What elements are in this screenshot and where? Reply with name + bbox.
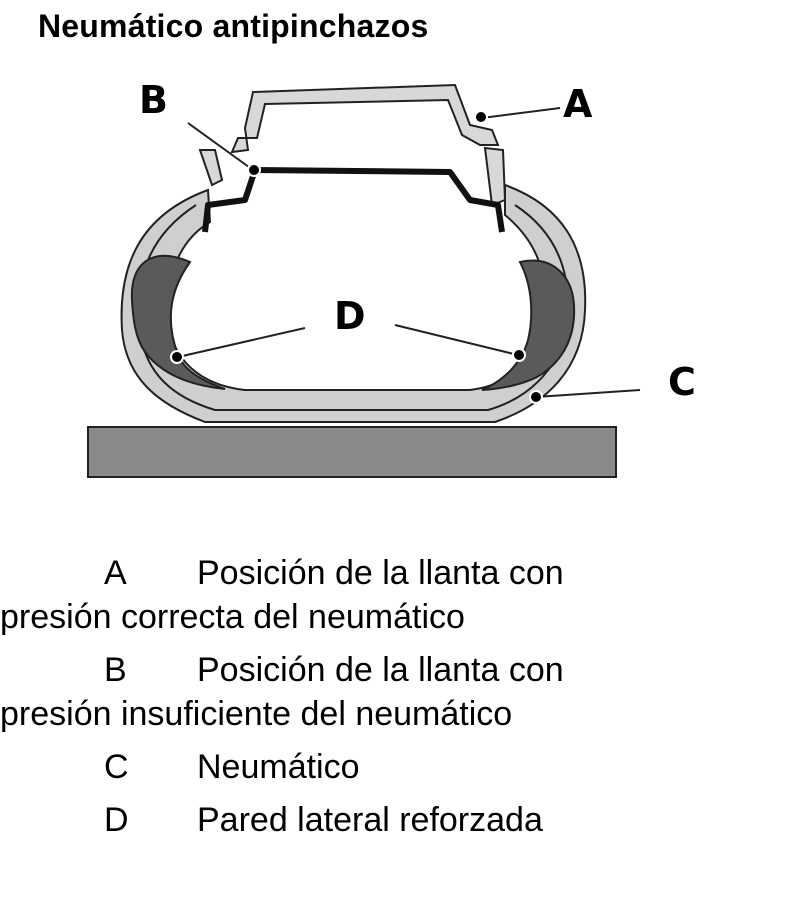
legend-text: Pared lateral reforzada bbox=[197, 801, 543, 839]
legend-item-a: A Posición de la llanta con presión corre… bbox=[0, 551, 794, 639]
callout-dot-a bbox=[474, 110, 488, 124]
reinforced-sidewall-left bbox=[130, 254, 226, 390]
legend-text-continued: presión insuficiente del neumático bbox=[0, 695, 513, 733]
leader-line-d-right bbox=[394, 324, 519, 356]
legend-text: Neumático bbox=[197, 748, 360, 786]
callout-dot-d-left bbox=[170, 350, 184, 364]
rim-correct-pressure bbox=[230, 83, 500, 154]
legend-item-d: D Pared lateral reforzada bbox=[104, 798, 794, 842]
legend-text: Posición de la llanta con bbox=[197, 651, 564, 689]
legend-item-c: C Neumático bbox=[104, 745, 794, 789]
legend-letter: B bbox=[104, 651, 127, 689]
callout-label-b: B bbox=[139, 78, 168, 122]
callout-label-a: A bbox=[563, 82, 593, 126]
legend-letter: A bbox=[104, 554, 127, 592]
legend-text: Posición de la llanta con bbox=[197, 554, 564, 592]
callout-dot-c bbox=[529, 390, 543, 404]
tire-diagram: A B C D bbox=[87, 78, 696, 478]
callout-dot-b bbox=[247, 163, 261, 177]
ground-surface bbox=[87, 426, 617, 478]
reinforced-sidewall-right bbox=[481, 259, 576, 391]
legend: A Posición de la llanta con presión corre… bbox=[0, 551, 794, 851]
legend-text-continued: presión correcta del neumático bbox=[0, 598, 465, 636]
callout-label-d: D bbox=[334, 294, 366, 338]
legend-item-b: B Posición de la llanta con presión insuf… bbox=[0, 648, 794, 736]
leader-line-a bbox=[481, 107, 561, 119]
callout-dot-d-right bbox=[512, 348, 526, 362]
diagram-title: Neumático antipinchazos bbox=[38, 8, 429, 44]
rim-insufficient-pressure bbox=[202, 167, 505, 233]
leader-line-b bbox=[187, 122, 254, 171]
rim-right-flange bbox=[483, 146, 507, 207]
legend-letter: C bbox=[104, 748, 129, 786]
legend-letter: D bbox=[104, 801, 129, 839]
leader-line-c bbox=[535, 389, 641, 398]
leader-line-d-left bbox=[177, 327, 306, 358]
rim-left-flange bbox=[198, 149, 224, 187]
callout-label-c: C bbox=[668, 360, 696, 404]
